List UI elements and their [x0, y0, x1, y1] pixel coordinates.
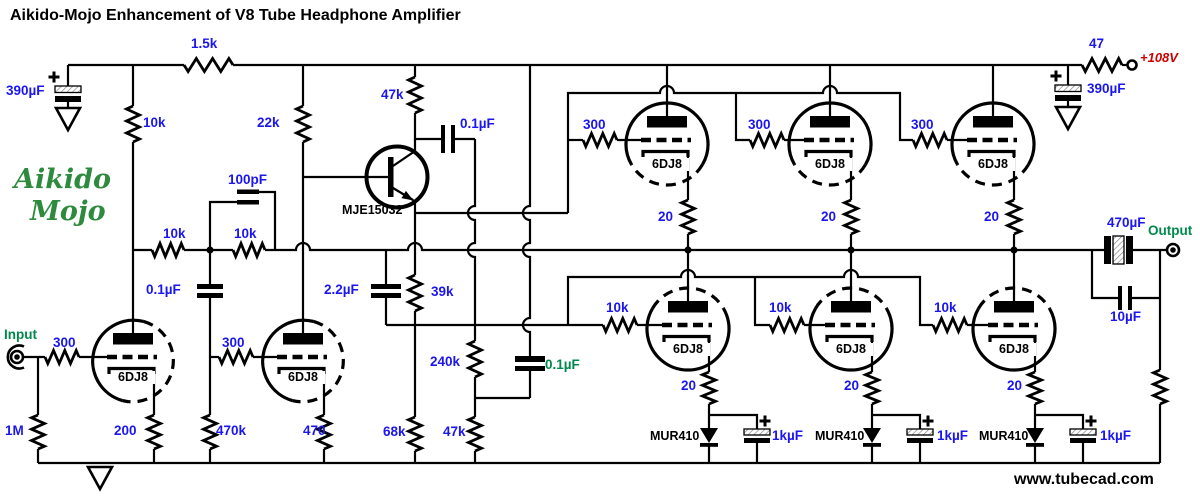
- tube-6dj8-lower-3: [971, 286, 1057, 372]
- wires: [23, 63, 1167, 465]
- tube-6dj8-upper-2: [787, 101, 873, 187]
- tube-6dj8-lower-2: [808, 286, 894, 372]
- tube-6dj8-input-2: [261, 318, 345, 404]
- tube-6dj8-upper-3: [950, 101, 1036, 187]
- tube-6dj8-lower-1: [645, 286, 731, 372]
- ground-symbols: [53, 105, 1083, 492]
- junction-dots: [206, 246, 1018, 254]
- transistor-mje15032: [364, 144, 430, 210]
- output-jack: [1165, 242, 1181, 258]
- input-jack: [6, 344, 25, 370]
- supply-terminal: [1126, 59, 1138, 71]
- tube-6dj8-upper-1: [624, 101, 710, 187]
- resistors: [27, 55, 1171, 453]
- tubes: [91, 101, 1057, 404]
- diodes-mur410: [700, 428, 1044, 447]
- capacitors: [48, 70, 1133, 443]
